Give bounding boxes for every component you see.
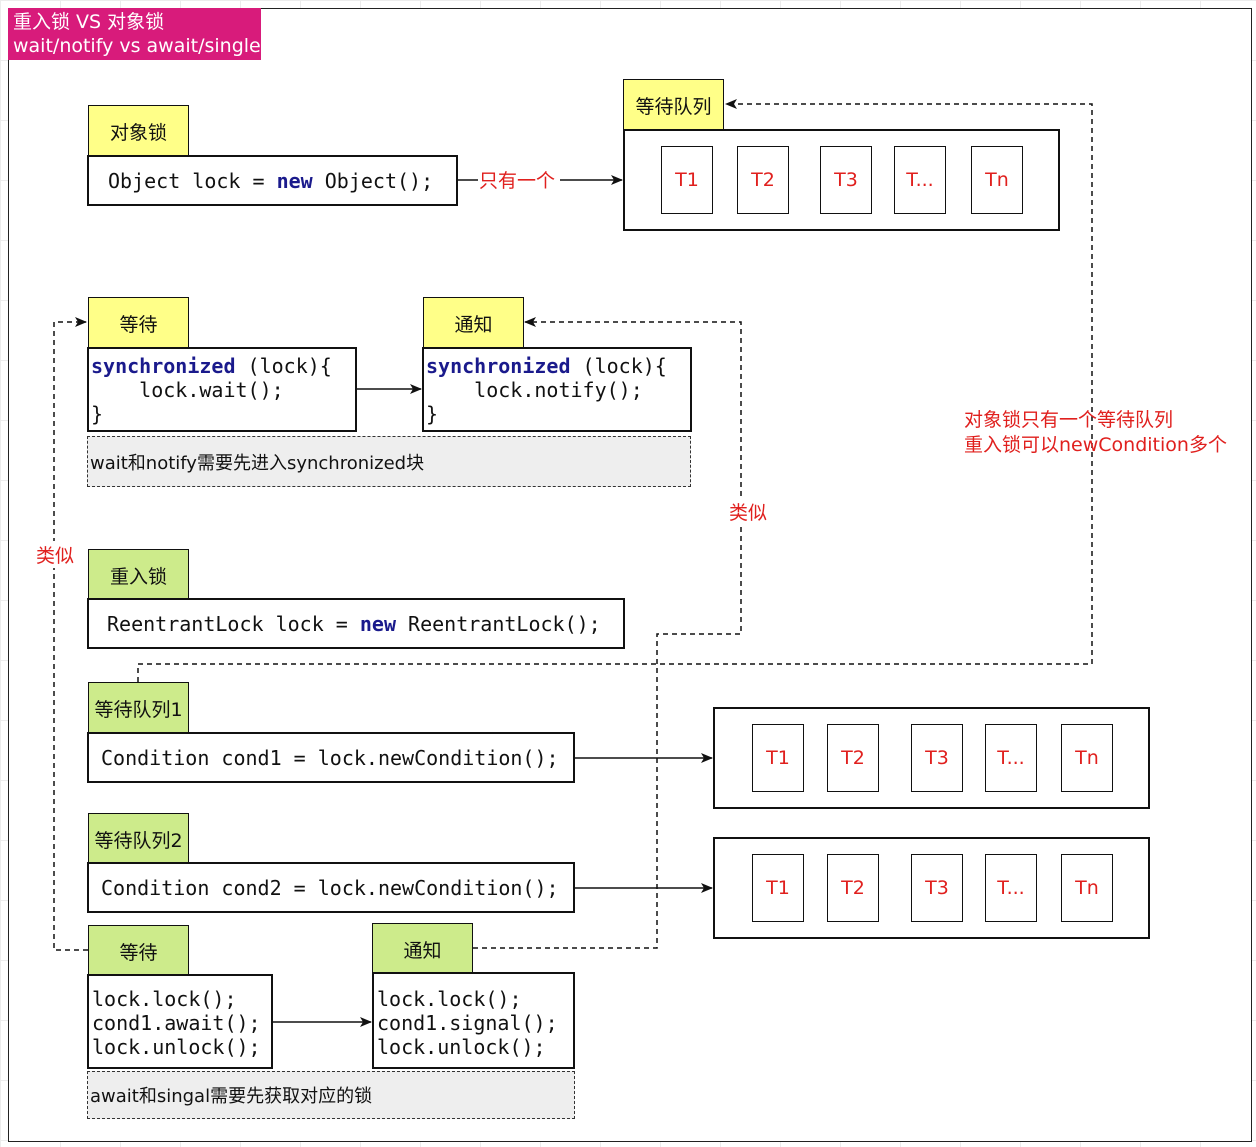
thread-box: T1 xyxy=(752,724,804,792)
diagram-title: 重入锁 VS 对象锁 wait/notify vs await/single xyxy=(8,8,261,60)
similar-label-left: 类似 xyxy=(36,541,75,568)
title-line-2: wait/notify vs await/single xyxy=(13,35,261,57)
thread-box: T... xyxy=(985,724,1037,792)
side-note: 对象锁只有一个等待队列 重入锁可以newCondition多个 xyxy=(964,408,1227,458)
await-code: lock.lock();cond1.await();lock.unlock(); xyxy=(92,987,261,1059)
thread-box: Tn xyxy=(1061,724,1113,792)
wait-queue-tag: 等待队列 xyxy=(623,79,724,131)
edge-label-only-one: 只有一个 xyxy=(479,170,556,192)
thread-box: Tn xyxy=(971,146,1023,214)
sync-notify-code-box: synchronized (lock){ lock.notify();} xyxy=(422,347,692,432)
object-lock-code: Object lock = new Object(); xyxy=(108,169,434,193)
sync-notify-code: synchronized (lock){ lock.notify();} xyxy=(426,354,667,426)
side-note-line-2: 重入锁可以newCondition多个 xyxy=(964,434,1227,456)
thread-box: T1 xyxy=(661,146,713,214)
title-line-1: 重入锁 VS 对象锁 xyxy=(13,11,165,33)
cond2-code: Condition cond2 = lock.newCondition(); xyxy=(101,876,559,900)
cond1-code-box: Condition cond1 = lock.newCondition(); xyxy=(87,732,575,783)
thread-box: T... xyxy=(985,854,1037,922)
sync-wait-tag: 等待 xyxy=(88,297,189,349)
similar-label-right: 类似 xyxy=(729,498,768,525)
thread-box: Tn xyxy=(1061,854,1113,922)
thread-box: T2 xyxy=(827,854,879,922)
sync-wait-code-box: synchronized (lock){ lock.wait();} xyxy=(87,347,357,432)
sync-wait-code: synchronized (lock){ lock.wait();} xyxy=(91,354,332,426)
cond2-tag: 等待队列2 xyxy=(88,813,189,865)
thread-box: T2 xyxy=(827,724,879,792)
await-note: await和singal需要先获取对应的锁 xyxy=(87,1071,575,1119)
reentrant-code: ReentrantLock lock = new ReentrantLock()… xyxy=(107,612,601,636)
cond2-code-box: Condition cond2 = lock.newCondition(); xyxy=(87,862,575,913)
signal-code: lock.lock();cond1.signal();lock.unlock()… xyxy=(377,987,558,1059)
edge-similar-right xyxy=(473,317,742,949)
thread-box: T3 xyxy=(911,854,963,922)
edge-reentrant-to-queue xyxy=(137,99,1093,682)
cond1-tag: 等待队列1 xyxy=(88,682,189,734)
edge-similar-left xyxy=(53,317,88,951)
thread-box: T3 xyxy=(911,724,963,792)
signal-tag: 通知 xyxy=(372,923,473,975)
sync-notify-tag: 通知 xyxy=(423,297,524,349)
object-lock-code-box: Object lock = new Object(); xyxy=(87,155,458,206)
reentrant-tag: 重入锁 xyxy=(88,549,189,601)
thread-box: T... xyxy=(894,146,946,214)
object-lock-tag: 对象锁 xyxy=(88,105,189,157)
signal-code-box: lock.lock();cond1.signal();lock.unlock()… xyxy=(372,972,575,1069)
thread-box: T2 xyxy=(737,146,789,214)
cond1-code: Condition cond1 = lock.newCondition(); xyxy=(101,746,559,770)
side-note-line-1: 对象锁只有一个等待队列 xyxy=(964,409,1174,431)
thread-box: T1 xyxy=(752,854,804,922)
await-code-box: lock.lock();cond1.await();lock.unlock(); xyxy=(87,974,273,1069)
reentrant-code-box: ReentrantLock lock = new ReentrantLock()… xyxy=(87,598,625,649)
thread-box: T3 xyxy=(820,146,872,214)
await-tag: 等待 xyxy=(88,925,189,977)
sync-note: wait和notify需要先进入synchronized块 xyxy=(87,436,691,487)
